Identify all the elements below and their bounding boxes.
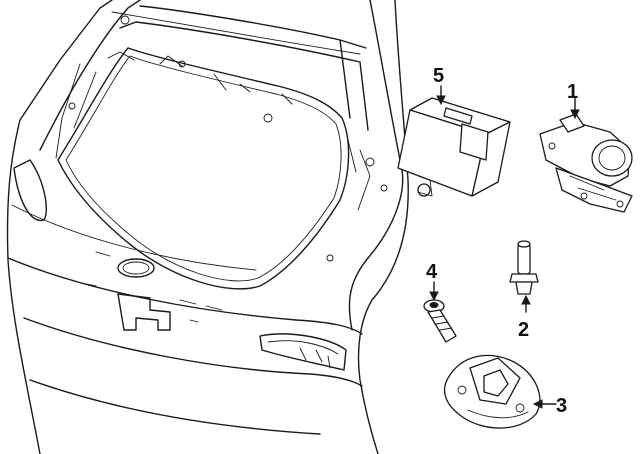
part-4-screw: [423, 299, 457, 343]
arrow-4: [429, 291, 439, 302]
arrow-1: [570, 109, 580, 120]
callout-1: 1: [567, 81, 578, 103]
callout-4: 4: [426, 261, 438, 283]
arrow-5: [436, 95, 446, 106]
part-1-latch: [539, 113, 633, 213]
part-3-striker: [443, 354, 541, 429]
part-2-bolt: [509, 240, 539, 295]
callout-3: 3: [556, 395, 567, 417]
callout-5: 5: [433, 65, 444, 87]
arrow-2: [521, 294, 531, 305]
arrow-3: [532, 399, 543, 409]
callout-2: 2: [518, 319, 529, 341]
liftgate-panel: [6, 0, 409, 454]
part-5-module: [397, 97, 511, 197]
